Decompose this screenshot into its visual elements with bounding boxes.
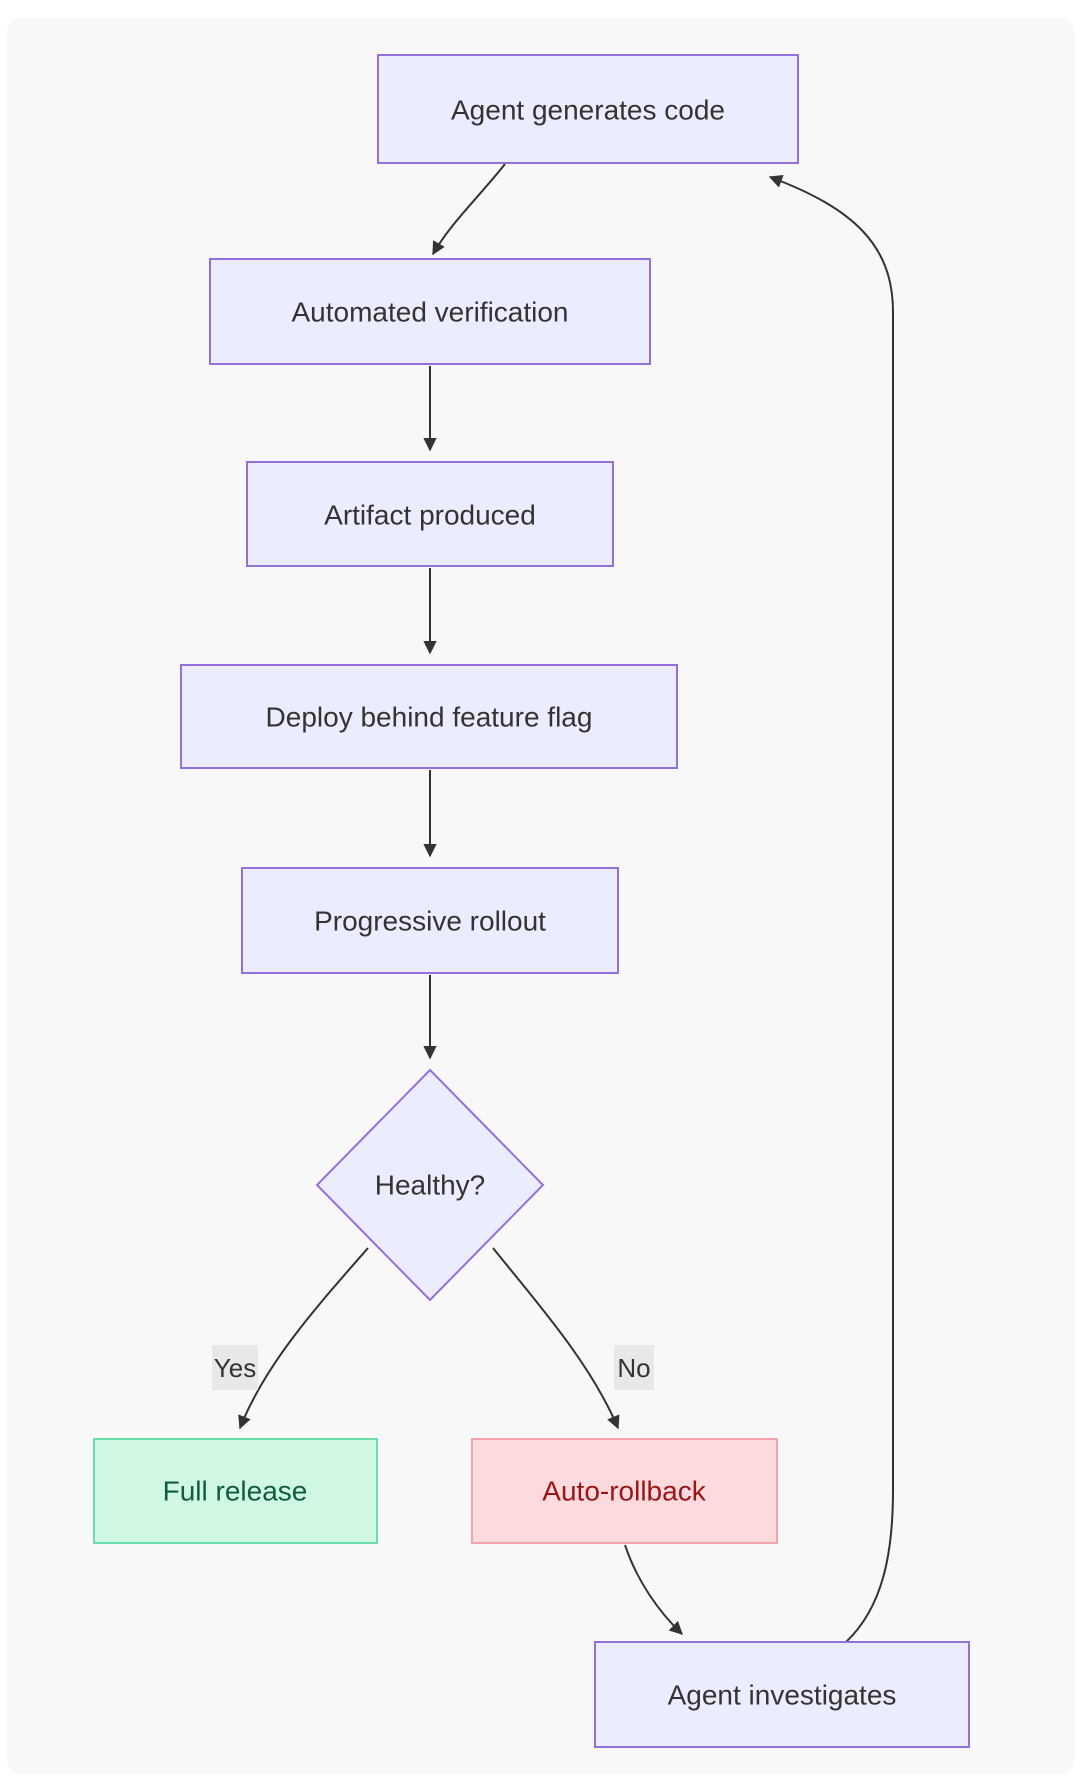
node-agent-generates-code: Agent generates code bbox=[377, 54, 799, 164]
node-agent-investigates: Agent investigates bbox=[594, 1641, 970, 1748]
edge-label-yes-text: Yes bbox=[214, 1353, 256, 1383]
edge-label-yes-background bbox=[212, 1345, 258, 1390]
node-auto-rollback-label: Auto-rollback bbox=[542, 1476, 706, 1507]
node-progressive-rollout: Progressive rollout bbox=[241, 867, 619, 974]
node-agent-investigates-box bbox=[594, 1641, 970, 1748]
edge-label-no: No bbox=[614, 1345, 654, 1390]
edge-investigate-to-generate bbox=[768, 174, 894, 1643]
node-agent-investigates-label: Agent investigates bbox=[668, 1680, 897, 1711]
node-agent-generates-code-box bbox=[377, 54, 799, 164]
node-artifact-produced-label: Artifact produced bbox=[324, 500, 536, 531]
node-progressive-rollout-label: Progressive rollout bbox=[314, 906, 546, 937]
node-auto-rollback: Auto-rollback bbox=[471, 1438, 778, 1544]
node-automated-verification-box bbox=[209, 258, 651, 365]
node-full-release: Full release bbox=[93, 1438, 378, 1544]
node-full-release-box bbox=[93, 1438, 378, 1544]
node-automated-verification: Automated verification bbox=[209, 258, 651, 365]
node-auto-rollback-box bbox=[471, 1438, 778, 1544]
node-agent-generates-code-label: Agent generates code bbox=[451, 95, 725, 126]
node-deploy-behind-feature-flag-box bbox=[180, 664, 678, 769]
node-automated-verification-label: Automated verification bbox=[291, 297, 568, 328]
node-healthy-decision-label: Healthy? bbox=[375, 1170, 486, 1201]
node-artifact-produced-box bbox=[246, 461, 614, 567]
node-healthy-decision-diamond bbox=[315, 1068, 545, 1302]
node-full-release-label: Full release bbox=[163, 1476, 308, 1507]
edge-label-no-text: No bbox=[617, 1353, 650, 1383]
edge-group bbox=[238, 163, 894, 1643]
edge-rollback-to-investigate bbox=[624, 1544, 683, 1635]
edge-label-yes: Yes bbox=[212, 1345, 258, 1390]
edge-healthy-no-to-rollback bbox=[492, 1247, 620, 1430]
node-healthy-decision: Healthy? bbox=[315, 1068, 545, 1302]
edge-label-no-background bbox=[614, 1345, 654, 1390]
node-deploy-behind-feature-flag: Deploy behind feature flag bbox=[180, 664, 678, 769]
node-deploy-behind-feature-flag-label: Deploy behind feature flag bbox=[266, 702, 593, 733]
node-artifact-produced: Artifact produced bbox=[246, 461, 614, 567]
edge-healthy-yes-to-release bbox=[238, 1247, 369, 1430]
node-progressive-rollout-box bbox=[241, 867, 619, 974]
edge-generate-to-verify bbox=[432, 163, 506, 256]
